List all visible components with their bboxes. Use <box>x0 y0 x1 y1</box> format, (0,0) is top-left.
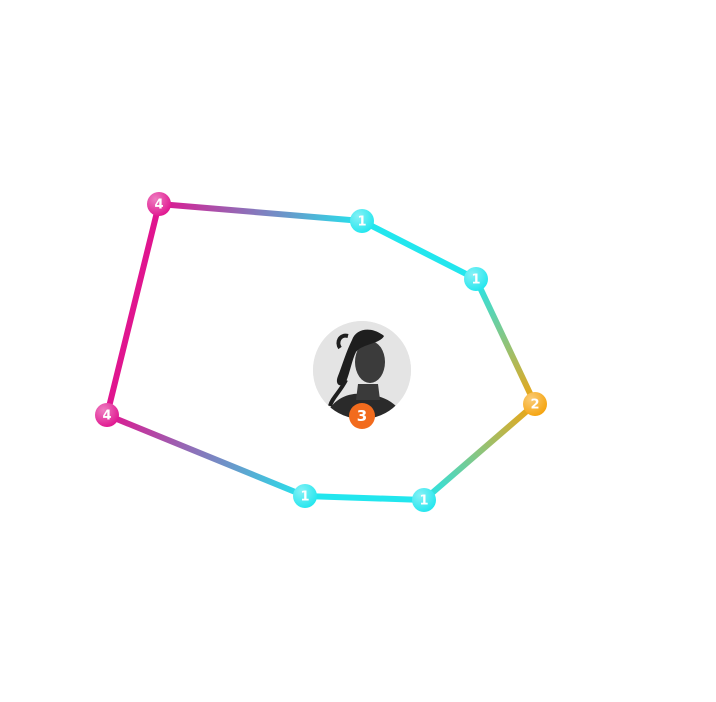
node-label: 1 <box>300 490 309 505</box>
node-label: 1 <box>471 273 480 288</box>
edge-n2-n3 <box>359 218 479 282</box>
node-n2[interactable]: 1 <box>350 209 374 233</box>
node-n1[interactable]: 4 <box>147 192 171 216</box>
node-label: 4 <box>154 198 163 213</box>
edges-group <box>104 201 538 503</box>
center-badge <box>349 403 375 429</box>
node-badge <box>412 488 436 512</box>
node-n3[interactable]: 1 <box>464 267 488 291</box>
node-label: 1 <box>357 215 366 230</box>
node-badge <box>147 192 171 216</box>
node-badge <box>350 209 374 233</box>
node-n7[interactable]: 4 <box>95 403 119 427</box>
nodes-group: 4 1 1 2 1 1 4 <box>95 192 547 512</box>
edge-n1-n2 <box>156 201 365 224</box>
node-badge <box>523 392 547 416</box>
center-avatar[interactable]: 3 <box>313 321 411 429</box>
edge-n6-n7 <box>104 412 308 499</box>
node-label: 2 <box>530 398 539 413</box>
node-n6[interactable]: 1 <box>293 484 317 508</box>
node-badge <box>293 484 317 508</box>
edge-n3-n4 <box>473 276 538 407</box>
node-n4[interactable]: 2 <box>523 392 547 416</box>
edge-n5-n6 <box>302 493 427 503</box>
node-n5[interactable]: 1 <box>412 488 436 512</box>
edge-n7-n1 <box>104 201 162 418</box>
node-badge <box>464 267 488 291</box>
node-badge <box>95 403 119 427</box>
node-label: 1 <box>419 494 428 509</box>
center-badge-label: 3 <box>357 407 367 425</box>
edge-n4-n5 <box>421 401 538 503</box>
node-label: 4 <box>102 409 111 424</box>
